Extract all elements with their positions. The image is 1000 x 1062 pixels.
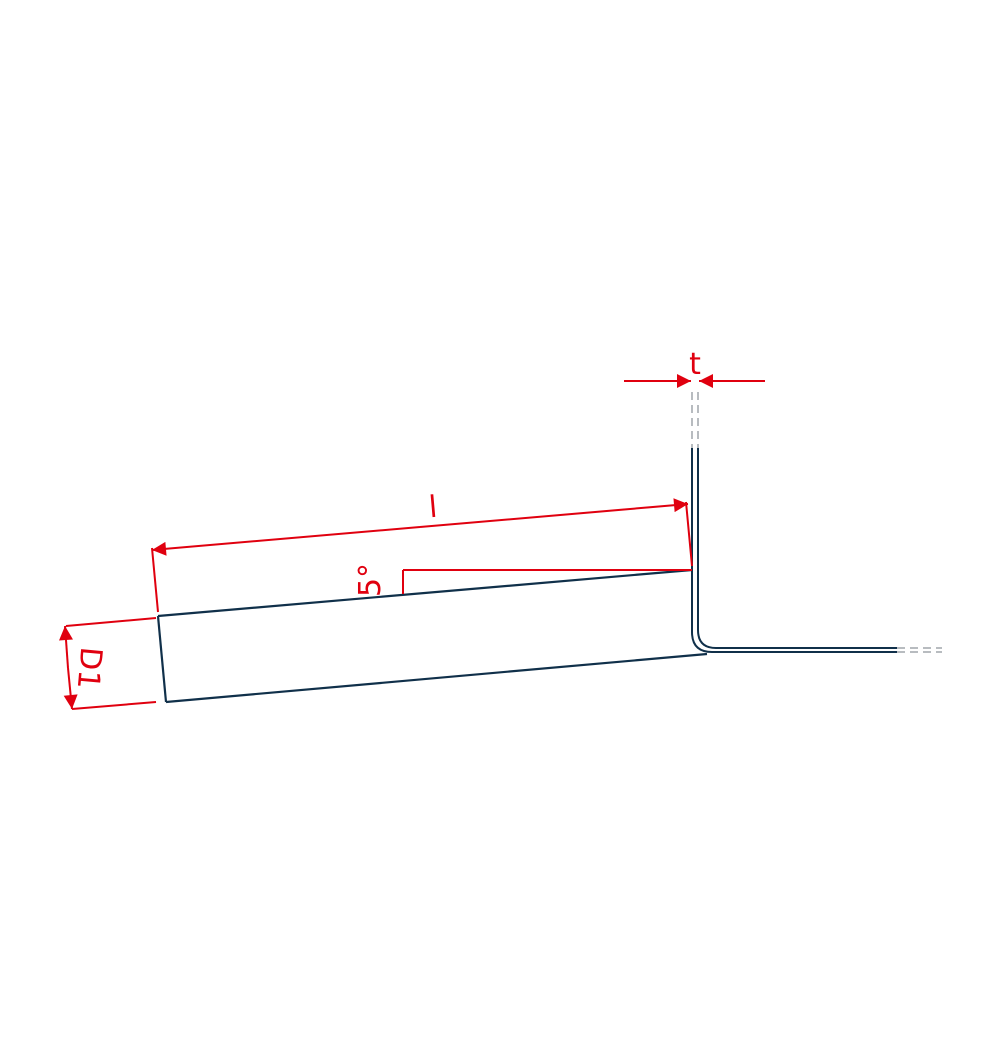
thickness-label: t xyxy=(689,347,701,382)
continuation-lines xyxy=(691,392,942,653)
depth-label: D1 xyxy=(70,646,109,691)
length-extension-right xyxy=(685,501,693,567)
top-sloped-edge xyxy=(157,568,693,618)
length-dimension-line-a xyxy=(151,526,421,556)
bent-sheet xyxy=(691,448,897,653)
length-label: l xyxy=(427,490,438,526)
length-extension-left xyxy=(151,547,159,613)
depth-arrow-up xyxy=(59,625,73,669)
angle-dimension xyxy=(402,569,692,594)
angle-label: 5° xyxy=(353,563,388,597)
bottom-sloped-edge xyxy=(165,652,708,704)
depth-extension-top xyxy=(65,617,157,627)
length-dimension-line-b xyxy=(419,498,689,528)
length-dimension xyxy=(151,498,693,613)
depth-dimension xyxy=(59,617,157,710)
profile-outline xyxy=(156,568,708,704)
depth-extension-bottom xyxy=(71,701,157,710)
depth-arrow-down xyxy=(63,667,78,710)
left-end-edge xyxy=(156,615,168,703)
sheet-outer-line xyxy=(697,448,897,649)
sheet-inner-line xyxy=(691,448,897,653)
dimensions xyxy=(59,374,765,710)
